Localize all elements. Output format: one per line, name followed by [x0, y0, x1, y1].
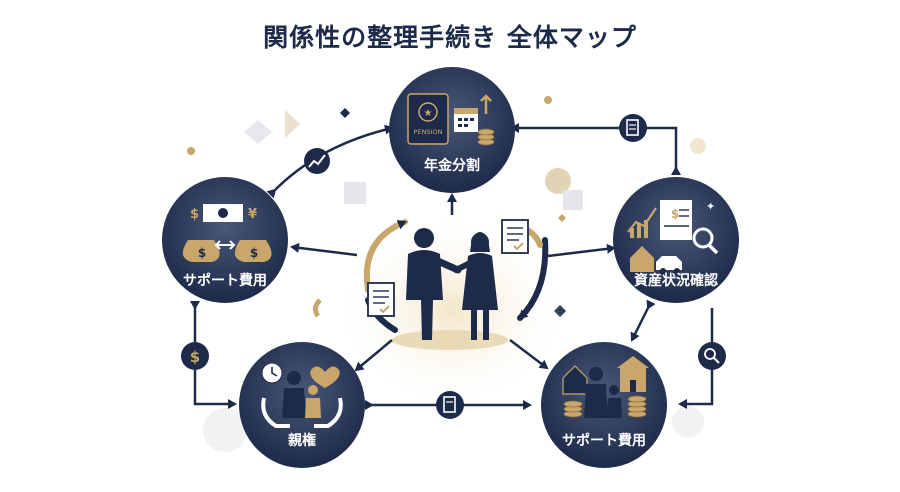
- arrow-center-support-top: [290, 242, 358, 257]
- node-support-top-label: サポート費用: [183, 272, 267, 289]
- family-icon: [282, 371, 321, 418]
- search-badge: [698, 342, 726, 370]
- document-badge-top: [619, 114, 647, 142]
- money-bag-icon: $: [190, 348, 200, 366]
- svg-text:$: $: [250, 246, 258, 260]
- family-icon: [584, 367, 622, 418]
- coins-icon: [477, 128, 495, 146]
- node-custody-label: 親権: [288, 432, 316, 449]
- svg-text:★: ★: [424, 108, 433, 119]
- school-icon: [617, 356, 649, 392]
- document-left: [367, 282, 395, 317]
- node-custody: 親権: [239, 342, 365, 468]
- document-badge-bottom: [436, 391, 464, 419]
- node-assets-label: 資産状況確認: [634, 272, 718, 289]
- arrow-support-pension: [266, 124, 394, 199]
- svg-text:✦: ✦: [706, 200, 715, 213]
- pension-badge: PENSION: [414, 128, 443, 136]
- chart-badge: [304, 148, 330, 174]
- svg-text:$: $: [198, 246, 206, 260]
- coins-icon: [563, 395, 647, 418]
- heart-icon: [310, 366, 340, 388]
- svg-text:$: $: [190, 207, 199, 222]
- arrow-assets-support-bottom: [630, 299, 656, 342]
- document-icon: [443, 396, 456, 413]
- node-assets: $ ✦ 資産状況確認: [613, 177, 739, 303]
- money-bag-icon: $ $: [182, 240, 272, 262]
- arrow-center-assets: [547, 243, 616, 258]
- page-title: 関係性の整理手続き 全体マップ: [263, 23, 637, 52]
- connectors: [190, 123, 714, 410]
- arrow-center-custody: [354, 339, 393, 372]
- magnifier-icon: [692, 227, 714, 249]
- arrow-assets-elbow: [678, 308, 714, 409]
- node-support-bottom-label: サポート費用: [562, 432, 646, 449]
- node-support-bottom: サポート費用: [541, 342, 667, 468]
- couple-icon: [406, 228, 498, 340]
- magnifier-icon: [704, 348, 716, 360]
- car-icon: [656, 256, 682, 270]
- document-icon: [626, 119, 639, 136]
- arrow-center-support-bottom: [509, 339, 549, 370]
- node-pension: ★ PENSION 年金分割: [389, 67, 515, 193]
- arrow-assets-pension: [510, 123, 681, 175]
- house-icon: [630, 246, 654, 272]
- chart-icon: [308, 154, 326, 168]
- svg-text:$: $: [671, 207, 679, 221]
- arrow-support-custody-elbow: [190, 301, 237, 409]
- document-icon: [660, 200, 692, 240]
- money-badge: $: [181, 342, 209, 370]
- document-right: [501, 219, 529, 254]
- passport-icon: [407, 93, 449, 145]
- node-support-top: $ ¥ $ $ サポート費用: [162, 177, 288, 303]
- svg-text:¥: ¥: [248, 207, 257, 222]
- node-pension-label: 年金分割: [424, 157, 480, 174]
